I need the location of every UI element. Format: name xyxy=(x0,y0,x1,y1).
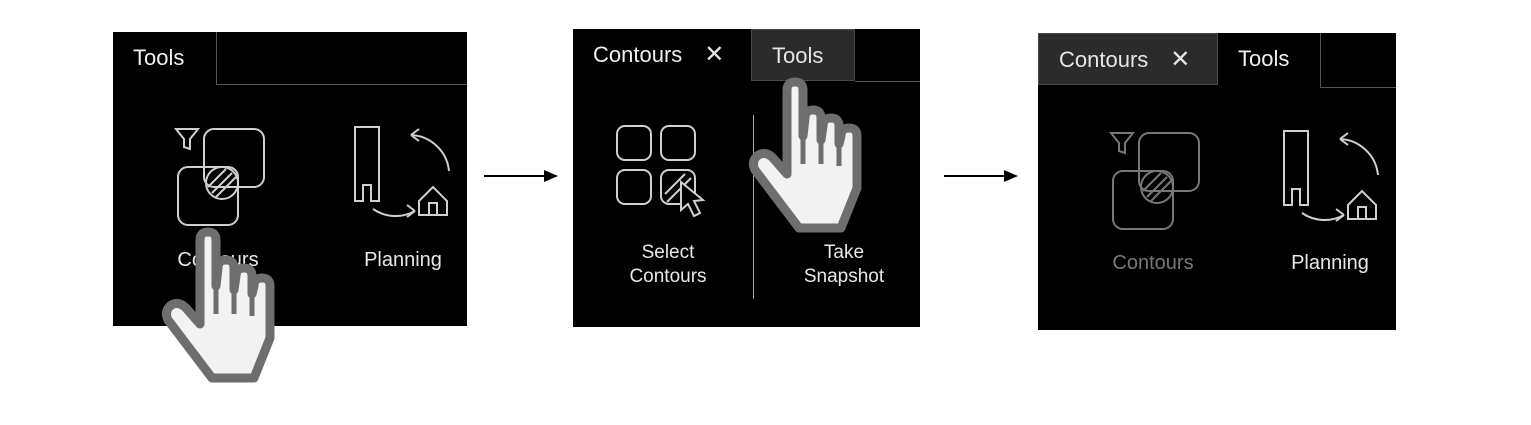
panel-contours-context: Contours ✕ Tools Select Contours Take xyxy=(573,29,920,327)
select-contours-label: Select Contours xyxy=(593,241,743,289)
planning-tool-button[interactable]: Planning xyxy=(343,117,463,287)
planning-tool-label: Planning xyxy=(364,249,442,271)
select-contours-button[interactable]: Select Contours xyxy=(593,124,743,294)
tab-bar-line xyxy=(216,84,467,85)
take-snapshot-label: Take Snapshot xyxy=(769,241,919,289)
label-line: Select xyxy=(641,242,695,263)
arrow-right-icon xyxy=(484,170,558,182)
pointing-hand-icon xyxy=(748,77,862,233)
tab-contours[interactable]: Contours ✕ xyxy=(1038,33,1218,85)
planning-tool-label: Planning xyxy=(1291,252,1369,274)
planning-tool-button[interactable]: Planning xyxy=(1270,121,1390,291)
contours-tool-label: Contours xyxy=(1112,252,1194,274)
contours-icon xyxy=(1108,132,1200,230)
tab-bar-line xyxy=(855,81,920,82)
tab-tools[interactable]: Tools xyxy=(1218,33,1320,85)
tab-bar-line xyxy=(1320,87,1396,88)
select-contours-icon xyxy=(616,125,706,218)
contours-tool-button[interactable]: Contours xyxy=(1078,121,1228,291)
tab-tools[interactable]: Tools xyxy=(751,29,855,81)
planning-icon xyxy=(1283,130,1379,222)
tab-label: Tools xyxy=(1238,46,1290,71)
close-icon[interactable]: ✕ xyxy=(704,41,725,68)
label-line: Take xyxy=(823,242,865,263)
tool-divider xyxy=(753,115,754,299)
close-icon[interactable]: ✕ xyxy=(1170,46,1191,73)
arrow-right-icon xyxy=(944,170,1018,182)
planning-icon xyxy=(354,126,450,218)
tab-contours[interactable]: Contours ✕ xyxy=(573,29,751,81)
tab-label: Contours xyxy=(1059,47,1149,72)
tab-label: Tools xyxy=(133,45,185,70)
label-line: Snapshot xyxy=(803,266,885,287)
panel-tools-initial: Tools Contours xyxy=(113,32,467,326)
tab-divider xyxy=(216,32,217,84)
panel-tools-after: Contours ✕ Tools Contours xyxy=(1038,33,1396,330)
tab-tools[interactable]: Tools xyxy=(113,32,216,84)
tab-label: Contours xyxy=(593,42,683,67)
tab-label: Tools xyxy=(772,43,824,68)
take-snapshot-button[interactable]: Take Snapshot xyxy=(769,124,919,294)
pointing-hand-icon xyxy=(161,227,275,383)
tab-divider xyxy=(1320,33,1321,87)
contours-icon xyxy=(173,128,265,226)
label-line: Contours xyxy=(629,266,707,287)
